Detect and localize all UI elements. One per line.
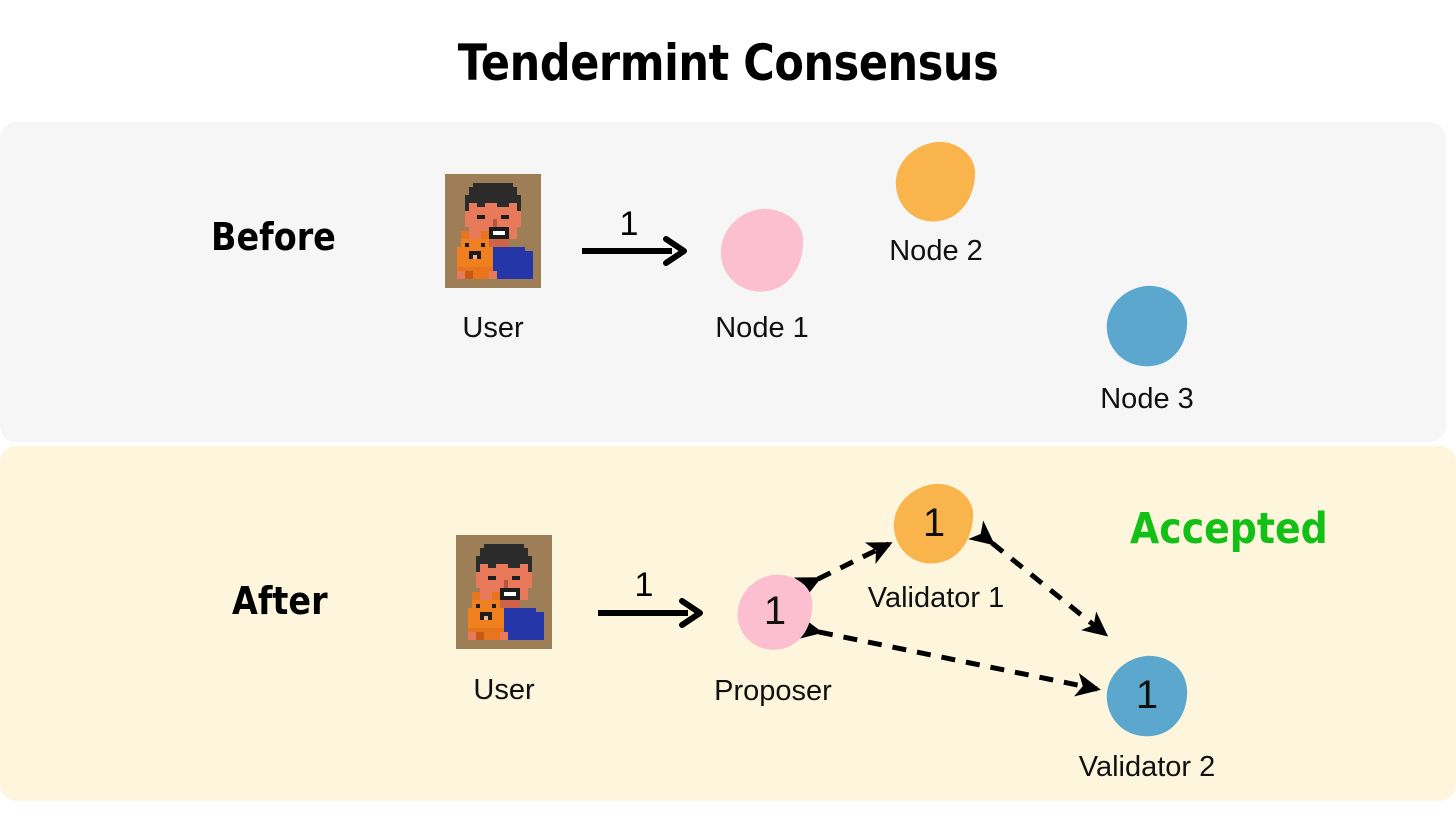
node-2[interactable]: [894, 140, 978, 224]
page-title: Tendermint Consensus: [457, 34, 999, 92]
validator-2-label: Validator 2: [1078, 751, 1216, 783]
node-1-label: Node 1: [715, 312, 809, 344]
user-avatar-icon: [445, 174, 541, 288]
proposer-node[interactable]: 1: [735, 572, 815, 652]
user-avatar-icon: [456, 535, 552, 649]
after-panel: [0, 446, 1456, 801]
node-2-label: Node 2: [889, 235, 983, 267]
status-badge-accepted: Accepted: [1130, 504, 1328, 554]
validator-1-node[interactable]: 1: [892, 482, 976, 566]
user-caption-after: User: [473, 674, 535, 706]
validator-1-label: Validator 1: [867, 582, 1005, 614]
arrow-right-icon: [580, 236, 688, 266]
request-label-before: 1: [619, 205, 639, 243]
before-panel: [0, 122, 1446, 442]
node-3-label: Node 3: [1100, 383, 1194, 415]
node-1[interactable]: [718, 206, 806, 294]
validator-2-node[interactable]: 1: [1105, 654, 1189, 738]
request-label-after: 1: [634, 566, 654, 604]
proposer-label: Proposer: [714, 675, 832, 707]
user-caption-before: User: [462, 312, 524, 344]
stage-label-before: Before: [211, 215, 336, 259]
arrow-right-icon: [596, 598, 704, 628]
stage-label-after: After: [232, 579, 328, 623]
node-3[interactable]: [1105, 284, 1189, 368]
